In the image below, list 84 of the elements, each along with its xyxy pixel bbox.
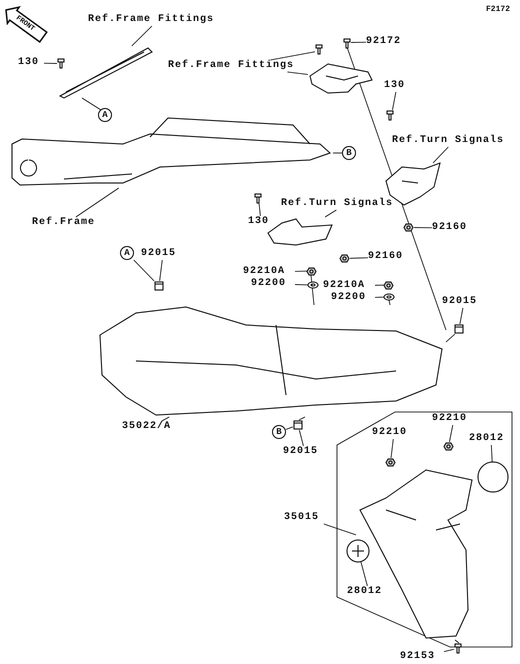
leader-line <box>162 416 170 422</box>
part-number: 130 <box>18 57 44 69</box>
bolt-icon <box>343 38 351 47</box>
washer-icon <box>384 294 394 300</box>
leader-line <box>131 26 152 46</box>
bolt-icon <box>254 193 263 203</box>
leader-line <box>350 257 368 259</box>
leader-line <box>323 524 356 536</box>
bolt-icon <box>454 643 464 653</box>
frame-fitting-drawing <box>58 46 153 98</box>
leader-line <box>350 42 366 43</box>
leader-line <box>82 98 102 110</box>
nut-icon <box>404 223 414 232</box>
leader-line <box>390 438 394 458</box>
part-number: 92210 <box>432 413 476 425</box>
leader-line <box>374 284 384 286</box>
leader-line <box>432 146 449 164</box>
nut-icon <box>340 254 350 263</box>
nut-icon <box>386 458 395 467</box>
part-number: 35022/A <box>122 421 180 433</box>
leader-line <box>360 562 368 586</box>
leader-line <box>258 202 261 216</box>
leader-line <box>270 51 316 60</box>
reference-label: Ref.Frame <box>32 217 102 229</box>
leader-line <box>44 62 58 64</box>
reflector-icon <box>347 540 369 562</box>
leader-line <box>490 444 493 462</box>
collar-icon <box>293 420 303 430</box>
leader-line <box>374 296 384 298</box>
nut-icon <box>384 281 392 289</box>
reference-label: Ref.Frame Fittings <box>88 14 228 26</box>
leader-line <box>294 270 308 272</box>
part-number: 92015 <box>141 248 185 260</box>
bracket-drawing <box>308 62 374 95</box>
part-number: 92172 <box>366 36 410 48</box>
part-number: 92160 <box>368 251 412 263</box>
bolt-icon <box>57 58 65 69</box>
part-number: 130 <box>248 216 274 228</box>
leader-line <box>414 227 432 228</box>
reference-label: Ref.Turn Signals <box>392 135 516 147</box>
callout-letter: A <box>98 108 112 122</box>
leader-line <box>294 284 308 286</box>
part-number: 28012 <box>469 433 513 445</box>
leader-line <box>159 260 163 282</box>
part-number: 92200 <box>331 292 375 304</box>
leader-line <box>286 426 294 430</box>
leader-line <box>454 640 460 644</box>
reference-label: Ref.Turn Signals <box>281 198 411 210</box>
leader-line <box>388 300 390 306</box>
callout-letter: B <box>272 425 286 439</box>
leader-line <box>392 92 396 110</box>
leader-line <box>75 188 120 218</box>
part-number: 92210 <box>372 427 416 439</box>
part-number: 35015 <box>284 512 328 524</box>
part-number: 92210A <box>243 266 295 278</box>
leader-line <box>298 416 306 420</box>
leader-line <box>324 210 337 218</box>
part-number: 92015 <box>442 296 486 308</box>
leader-line <box>460 308 464 324</box>
leader-line <box>444 648 454 652</box>
leader-line <box>310 274 314 306</box>
leader-line <box>298 430 304 446</box>
part-number: 92160 <box>432 222 476 234</box>
leader-line <box>446 334 456 342</box>
leader-line <box>133 260 155 282</box>
nut-icon <box>444 442 453 451</box>
callout-letter: A <box>120 246 134 260</box>
leader-line <box>332 152 342 154</box>
leader-line <box>287 72 308 75</box>
callout-letter: B <box>342 146 356 160</box>
nut-icon <box>307 267 315 275</box>
part-number: 130 <box>384 80 410 92</box>
reference-label: Ref.Frame Fittings <box>168 60 308 72</box>
reflector-icon <box>478 462 508 492</box>
collar-icon <box>154 281 164 291</box>
washer-icon <box>308 282 318 288</box>
part-number: 92153 <box>400 651 444 663</box>
sheet-code: F2172 <box>486 4 510 16</box>
part-number: 92200 <box>251 278 295 290</box>
part-number: 92210A <box>323 280 375 292</box>
leader-line <box>449 424 454 442</box>
collar-icon <box>454 324 464 334</box>
part-number: 92015 <box>283 446 327 458</box>
part-number: 28012 <box>347 586 391 598</box>
